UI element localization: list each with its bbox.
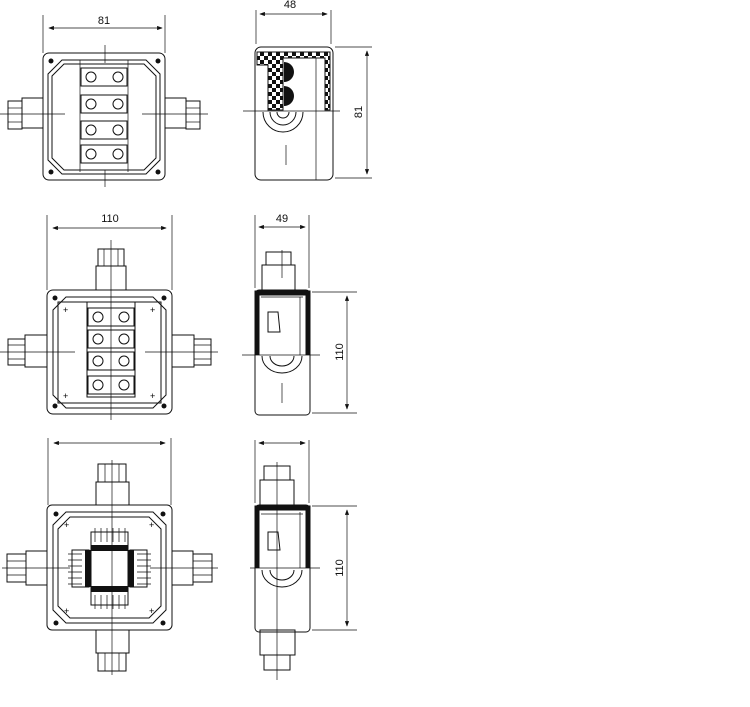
- terminal-block: [80, 67, 128, 164]
- front-view-4-way: + + + +: [2, 438, 218, 675]
- svg-text:+: +: [64, 520, 69, 530]
- svg-text:+: +: [63, 391, 68, 401]
- side-view-48: 48 81: [243, 0, 372, 181]
- cable-gland-left: [7, 334, 48, 368]
- terminal-cross: [68, 528, 151, 609]
- width-label: 110: [101, 213, 119, 225]
- cable-gland-left: [7, 97, 44, 130]
- svg-text:+: +: [150, 305, 155, 315]
- front-view-110: 110 + + + +: [0, 213, 218, 420]
- height-label: 81: [353, 106, 365, 118]
- depth-label: 49: [276, 213, 288, 225]
- cable-gland-top: [95, 463, 130, 506]
- side-view-4-way: 110: [250, 440, 357, 680]
- side-view-49: 49 110: [242, 213, 357, 416]
- width-label: 81: [98, 15, 110, 27]
- depth-label: 48: [284, 0, 296, 11]
- svg-text:+: +: [63, 305, 68, 315]
- cable-gland-bottom: [259, 629, 296, 671]
- svg-text:+: +: [149, 606, 154, 616]
- cable-gland-top: [261, 251, 296, 291]
- height-label: 110: [334, 343, 346, 361]
- cable-gland-bottom: [95, 629, 130, 672]
- front-view-81: 81: [0, 15, 208, 187]
- cable-gland-right: [171, 334, 212, 368]
- svg-text:+: +: [150, 391, 155, 401]
- cable-gland-right: [164, 97, 201, 130]
- svg-text:+: +: [64, 606, 69, 616]
- svg-text:+: +: [149, 520, 154, 530]
- height-label: 110: [334, 559, 346, 577]
